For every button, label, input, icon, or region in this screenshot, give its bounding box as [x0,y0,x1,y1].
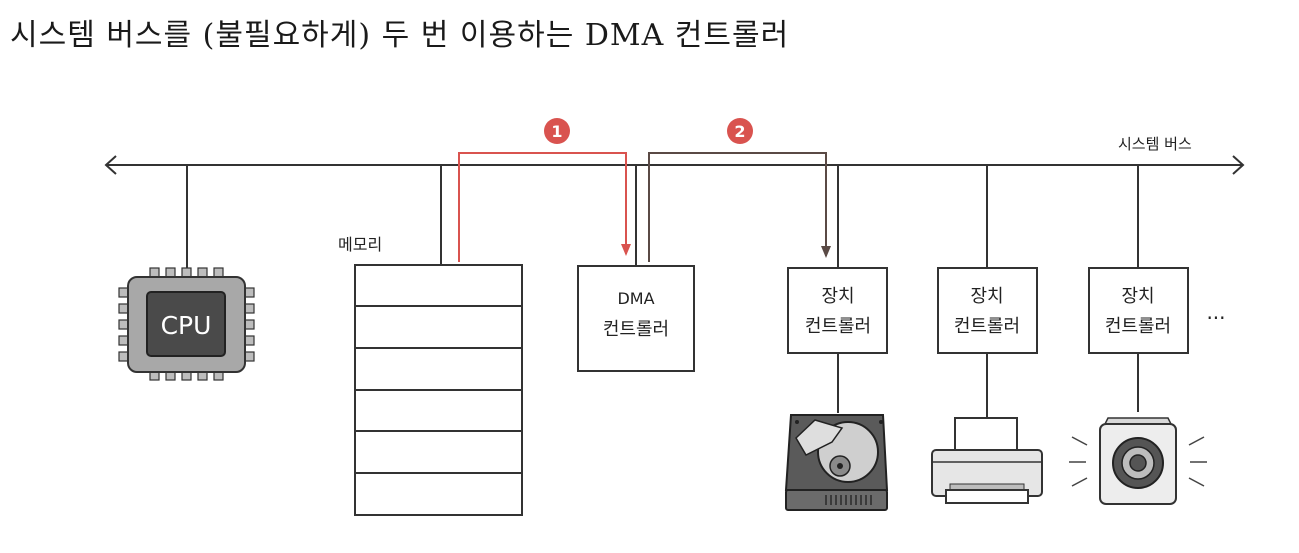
dma-controller: DMA 컨트롤러 [577,265,695,372]
device-controller-1: 장치 컨트롤러 [787,267,888,354]
svg-text:장치: 장치 [1121,286,1154,307]
svg-text:컨트롤러: 컨트롤러 [954,316,1020,337]
svg-text:장치: 장치 [821,286,854,307]
memory-block [354,264,523,516]
device-controller-2: 장치 컨트롤러 [937,267,1038,354]
step-2-arrow [648,152,831,262]
svg-text:1: 1 [551,122,562,141]
bus-label: 시스템 버스 [1118,135,1192,153]
step-1-badge: 1 [544,118,570,144]
speaker-icon [1069,417,1207,505]
cpu-label: CPU [161,311,212,340]
svg-text:2: 2 [734,122,745,141]
svg-text:컨트롤러: 컨트롤러 [603,319,669,340]
cpu-chip-icon [118,267,255,381]
more-devices-indicator: ··· [1206,306,1225,330]
memory-label: 메모리 [338,235,382,254]
svg-text:컨트롤러: 컨트롤러 [1105,316,1171,337]
bus-connectors [186,165,1139,418]
device-controller-3: 장치 컨트롤러 [1088,267,1189,354]
svg-text:DMA: DMA [617,289,654,308]
step-1-arrow [458,152,631,262]
page-title: 시스템 버스를 (불필요하게) 두 번 이용하는 DMA 컨트롤러 [10,18,790,53]
system-bus [104,155,1245,175]
svg-text:컨트롤러: 컨트롤러 [805,316,871,337]
printer-icon [931,417,1043,504]
step-2-badge: 2 [727,118,753,144]
svg-text:장치: 장치 [970,286,1003,307]
hard-disk-icon [784,414,889,511]
